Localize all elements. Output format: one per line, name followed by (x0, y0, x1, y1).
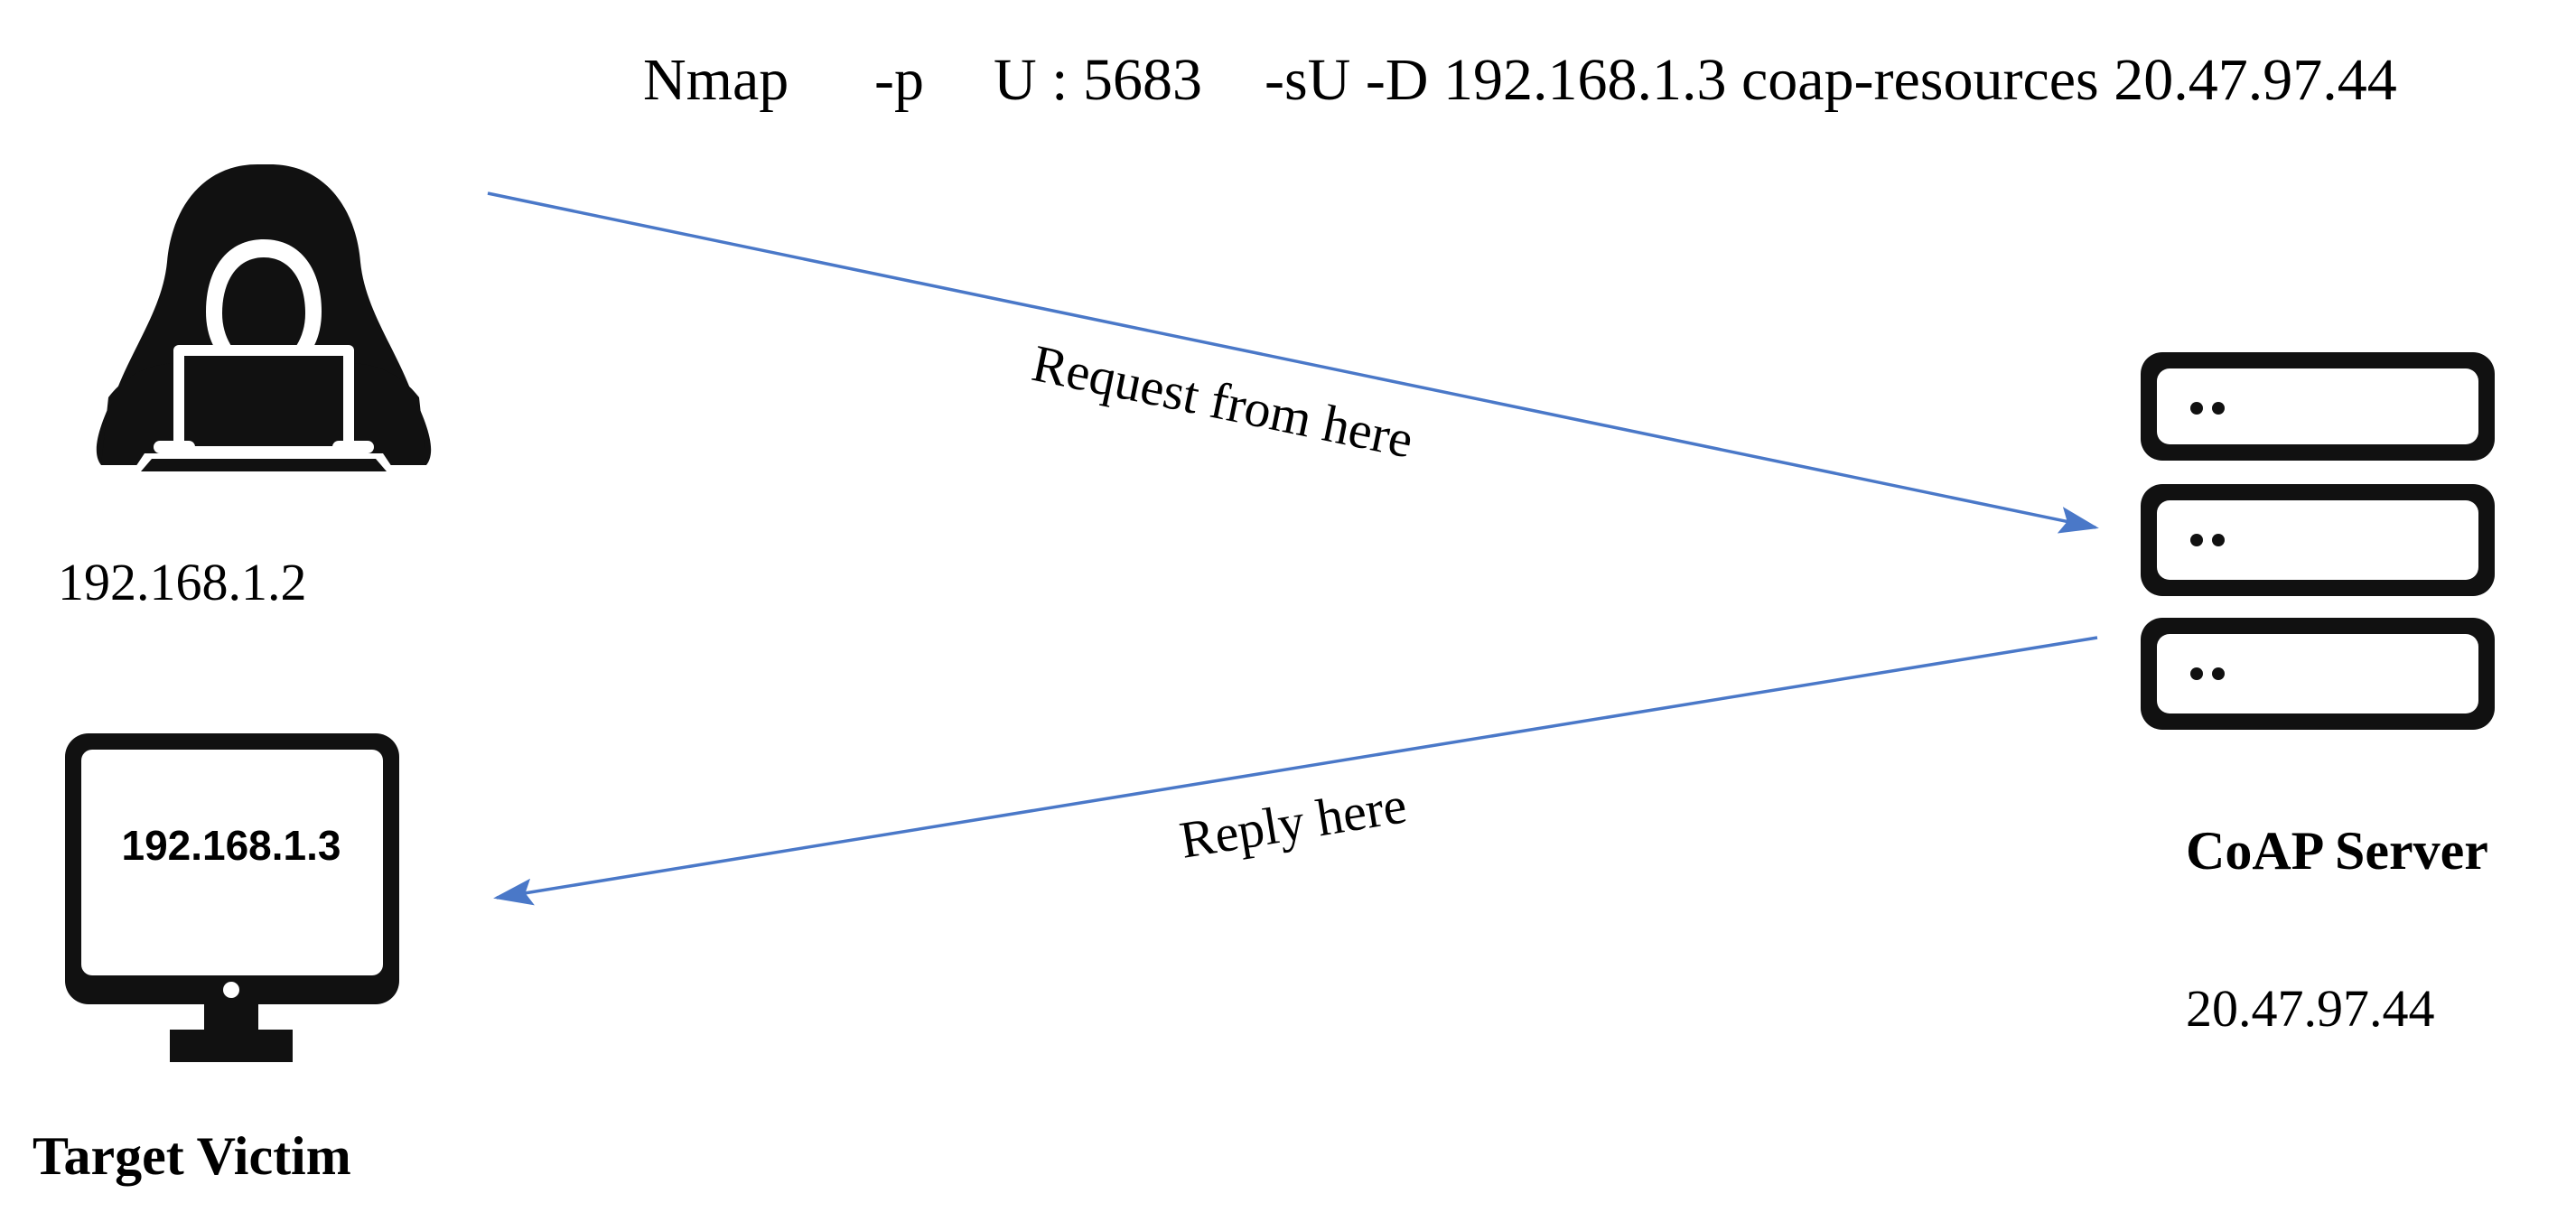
nmap-command: Nmap -p U : 5683 -sU -D 192.168.1.3 coap… (0, 47, 2441, 113)
command-part-args: -sU -D 192.168.1.3 coap-resources 20.47.… (1265, 47, 2397, 113)
command-part-port: U : 5683 (994, 47, 1202, 113)
reply-label: Reply here (1176, 775, 1411, 870)
victim-screen-ip: 192.168.1.3 (121, 822, 341, 869)
attacker-ip: 192.168.1.2 (58, 553, 307, 611)
request-arrow (487, 191, 2099, 534)
server-ip: 20.47.97.44 (2186, 979, 2435, 1038)
victim-label: Target Victim (33, 1126, 351, 1186)
server-rack-icon (2141, 352, 2495, 730)
reply-arrow (493, 636, 2098, 906)
command-part-port-flag: -p (874, 47, 924, 113)
server-label: CoAP Server (2186, 821, 2488, 881)
request-label: Request from here (1027, 333, 1418, 470)
monitor-icon (65, 733, 399, 1062)
command-part-nmap: Nmap (643, 47, 789, 113)
hacker-icon (96, 164, 432, 475)
